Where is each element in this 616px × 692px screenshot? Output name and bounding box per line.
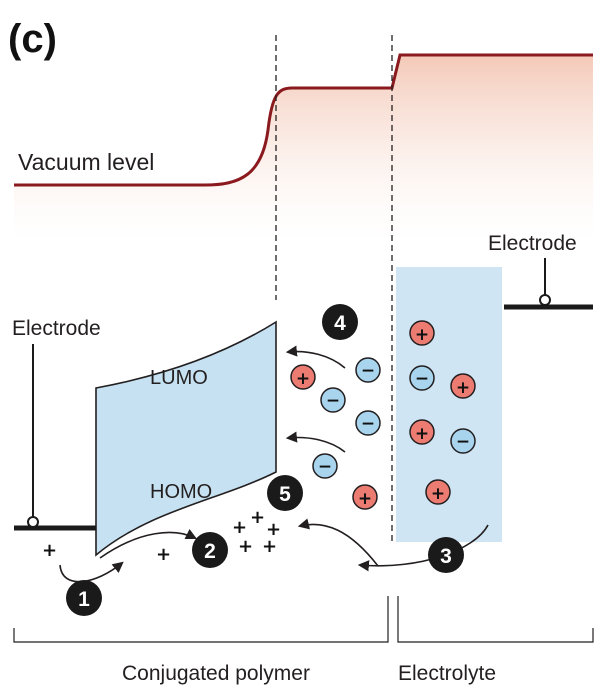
- step-badge-1-label: 1: [78, 588, 90, 611]
- vacuum-level-line: [14, 53, 593, 187]
- polymer-band: [95, 320, 277, 557]
- bracket-electrolyte: [397, 596, 594, 643]
- anion-sign: −: [326, 391, 340, 411]
- cation-sign: +: [415, 424, 429, 444]
- anion: −: [355, 357, 381, 383]
- hole: +: [250, 507, 265, 528]
- electrode-left-label: Electrode: [12, 317, 101, 340]
- anion-sign: −: [361, 361, 375, 381]
- cation: +: [450, 373, 476, 399]
- arrow-step-1: [59, 561, 124, 583]
- anion: −: [320, 387, 346, 413]
- electrolyte-label: Electrolyte: [398, 662, 496, 685]
- step-badge-4-label: 4: [334, 312, 346, 335]
- cation-sign: +: [431, 484, 445, 504]
- cation-sign: +: [415, 325, 429, 345]
- arrow-anion-lower: [285, 431, 346, 453]
- conjugated-polymer-label: Conjugated polymer: [122, 662, 310, 685]
- cation: +: [409, 419, 435, 445]
- arrow-step-3b: [297, 518, 379, 567]
- arrow-step-2: [99, 528, 198, 559]
- cation: +: [352, 484, 378, 510]
- cation: +: [290, 364, 316, 390]
- step-badge-5: 5: [267, 475, 303, 511]
- panel-label: (c): [8, 17, 57, 61]
- anion-sign: −: [361, 414, 375, 434]
- arrow-anion-upper: [285, 345, 346, 369]
- step-badge-3: 3: [428, 537, 464, 573]
- anion: −: [409, 365, 435, 391]
- cation: +: [425, 479, 451, 505]
- electrolyte-region: [396, 267, 502, 542]
- anion-sign: −: [456, 432, 470, 452]
- hole: +: [238, 536, 253, 557]
- hole: +: [262, 536, 277, 557]
- anion-sign: −: [318, 457, 332, 477]
- anion: −: [450, 428, 476, 454]
- anion: −: [312, 453, 338, 479]
- step-badge-4: 4: [322, 304, 358, 340]
- hole: +: [156, 544, 171, 565]
- cation-sign: +: [296, 369, 310, 389]
- electrode-right-label: Electrode: [488, 232, 577, 255]
- homo-label: HOMO: [150, 481, 212, 503]
- vacuum-level-shading: [14, 55, 593, 240]
- step-badge-5-label: 5: [279, 483, 291, 506]
- vacuum-level-label: Vacuum level: [18, 149, 154, 175]
- anion-sign: −: [415, 369, 429, 389]
- step-badge-2-label: 2: [204, 540, 216, 563]
- step-badge-3-label: 3: [440, 545, 452, 568]
- step-badge-2: 2: [192, 532, 228, 568]
- cation-sign: +: [358, 489, 372, 509]
- hole: +: [266, 519, 281, 540]
- lumo-label: LUMO: [150, 367, 208, 389]
- step-badge-1: 1: [66, 580, 102, 616]
- anion: −: [355, 410, 381, 436]
- bracket-conjugated-polymer: [13, 596, 389, 643]
- electrode-left-contact: [27, 516, 39, 528]
- cation-sign: +: [456, 378, 470, 398]
- holes: + + + + + + +: [42, 507, 281, 565]
- cation: +: [409, 320, 435, 346]
- hole: +: [42, 540, 57, 561]
- hole: +: [232, 517, 247, 538]
- electrode-right-contact: [539, 294, 551, 306]
